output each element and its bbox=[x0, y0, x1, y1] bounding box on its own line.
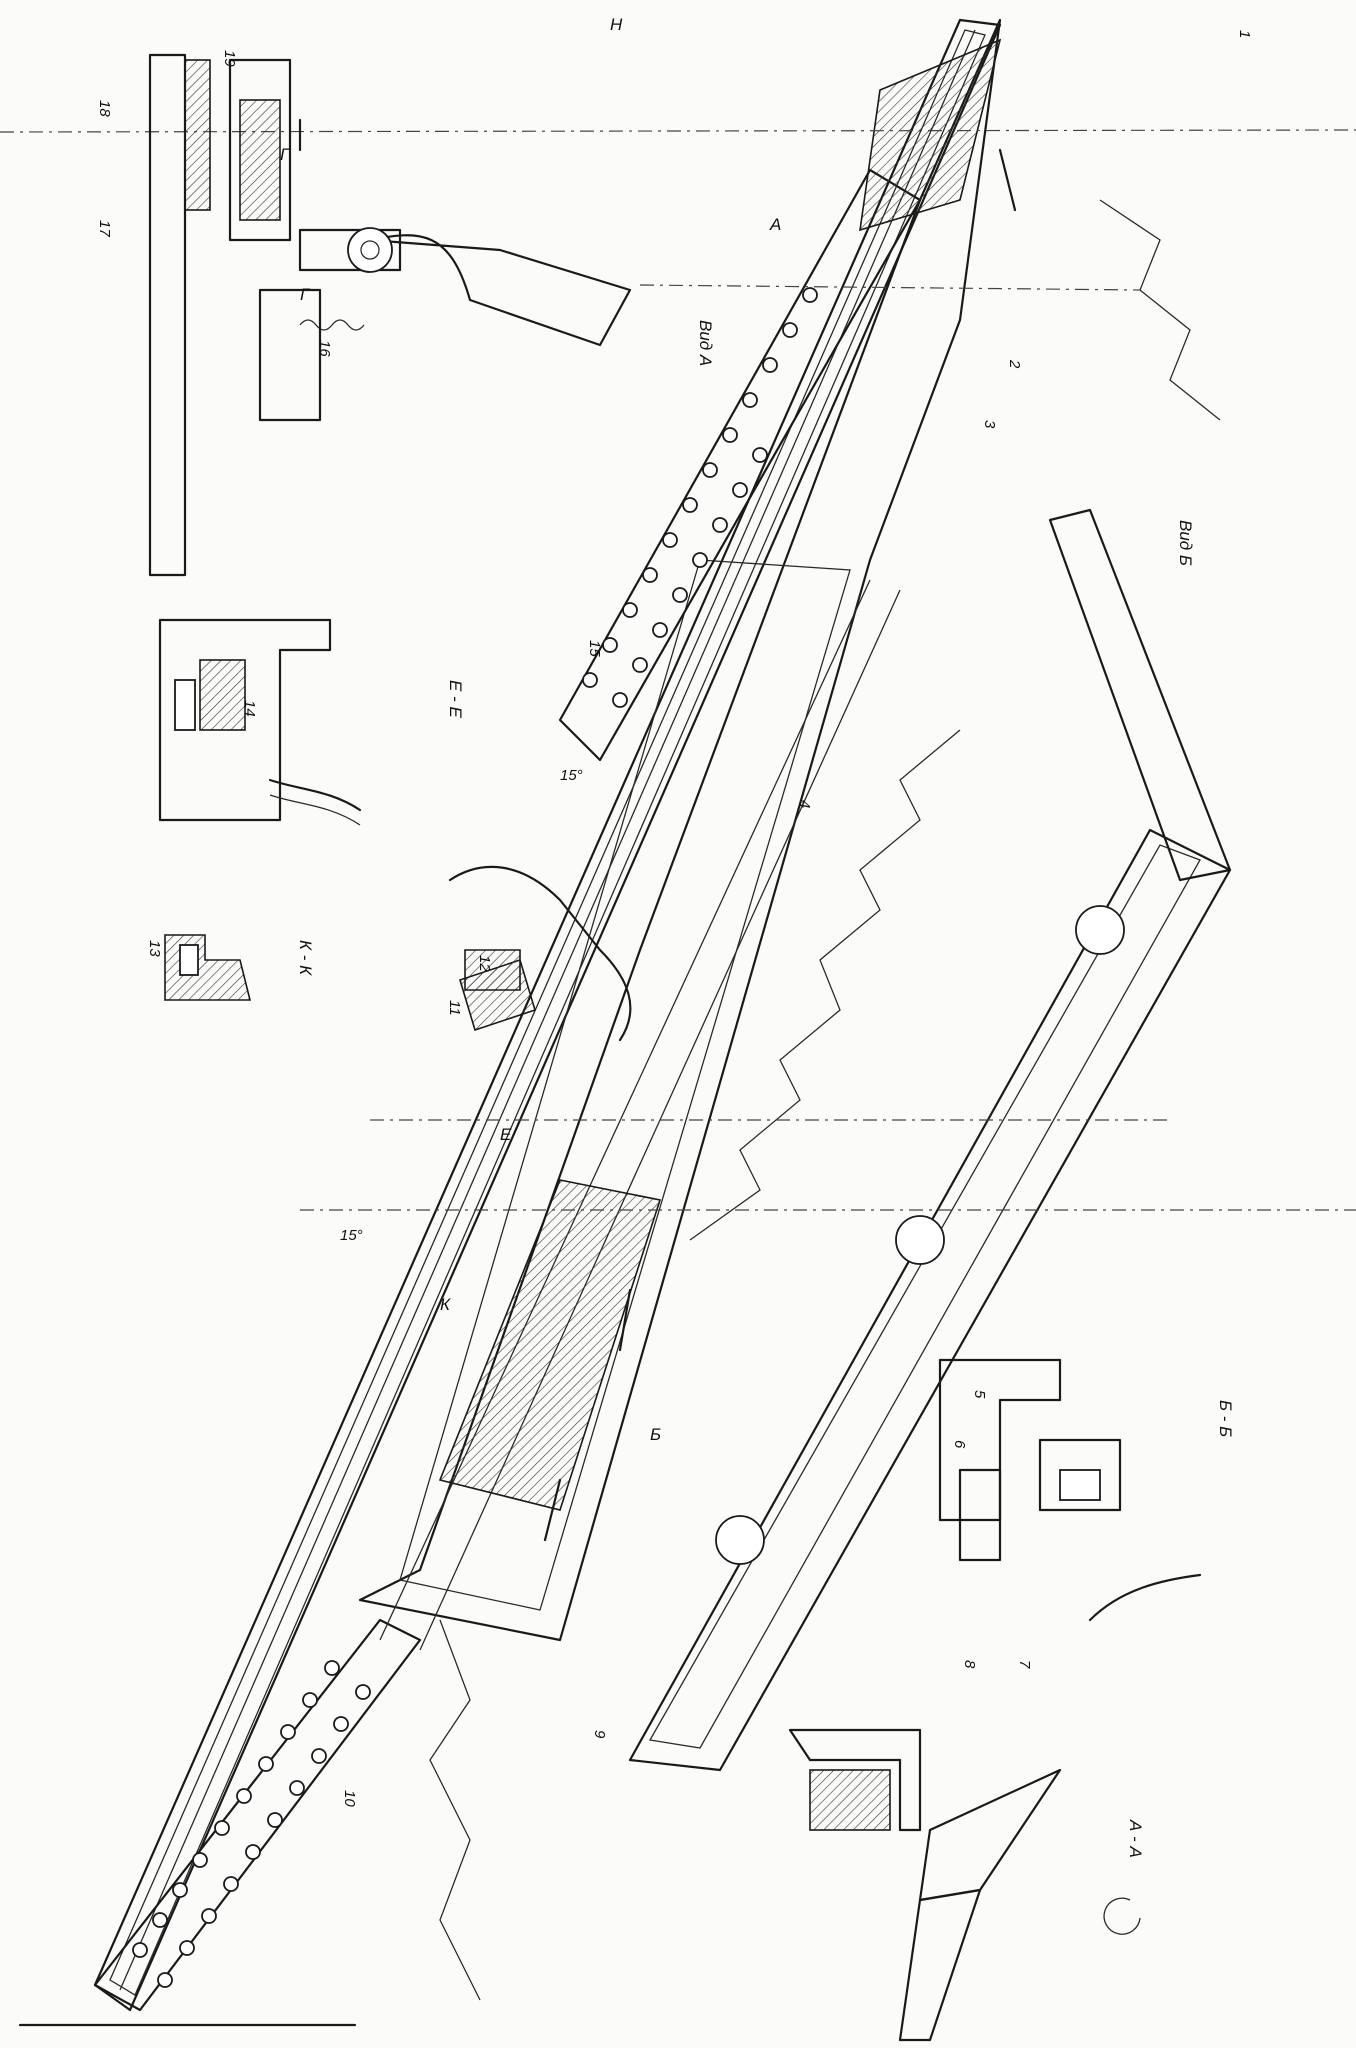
lower-right-rail bbox=[628, 508, 1232, 1772]
title-vid-b: Вид Б bbox=[1176, 520, 1195, 566]
upper-bolted-wing bbox=[558, 168, 922, 762]
callout-18: 18 bbox=[96, 100, 113, 117]
callout-7: 7 bbox=[1016, 1660, 1033, 1669]
title-k-k: К - К bbox=[296, 940, 315, 976]
pivot-link bbox=[448, 865, 632, 1042]
title-vid-a: Вид А bbox=[696, 320, 715, 366]
callout-14: 14 bbox=[241, 700, 258, 717]
callout-4: 4 bbox=[796, 800, 813, 808]
section-letters: Г Г Н Е К Б А 15° 15° bbox=[280, 15, 781, 1444]
callout-8: 8 bbox=[961, 1660, 978, 1669]
centre-lines bbox=[0, 129, 1356, 1211]
callout-9: 9 bbox=[591, 1730, 608, 1739]
callout-3: 3 bbox=[981, 420, 998, 429]
hatched-sections bbox=[438, 38, 1002, 1511]
callout-16: 16 bbox=[316, 340, 333, 357]
title-e-e: Е - Е bbox=[446, 680, 465, 718]
callout-2: 2 bbox=[1006, 359, 1023, 369]
mark-a: А bbox=[769, 215, 781, 234]
callout-17: 17 bbox=[96, 220, 113, 237]
callout-6: 6 bbox=[951, 1440, 968, 1449]
detail-top-left bbox=[148, 53, 632, 577]
title-a-a: А - А bbox=[1126, 1819, 1145, 1858]
callout-10: 10 bbox=[341, 1790, 358, 1807]
callout-numbers: 1 2 3 4 5 6 7 8 9 10 11 12 13 14 15 16 1… bbox=[96, 30, 1253, 1807]
callout-13: 13 bbox=[146, 940, 163, 957]
lower-left-bolted-strip bbox=[93, 1618, 422, 2012]
mark-g-bottom: Г bbox=[300, 285, 311, 304]
mark-b: Б bbox=[650, 1425, 661, 1444]
section-markers bbox=[298, 118, 1017, 1542]
mark-h: Н bbox=[610, 15, 623, 34]
callout-5: 5 bbox=[971, 1390, 988, 1399]
upper-beam bbox=[93, 18, 1002, 2012]
callout-12: 12 bbox=[476, 955, 493, 972]
mark-g-top: Г bbox=[280, 145, 291, 164]
callout-15: 15 bbox=[586, 640, 603, 657]
mark-e: Е bbox=[500, 1125, 512, 1144]
angle-lower: 15° bbox=[340, 1227, 363, 1244]
callout-11: 11 bbox=[446, 1000, 463, 1016]
break-lines bbox=[429, 199, 1221, 2001]
callout-1: 1 bbox=[1236, 30, 1253, 38]
angle-upper: 15° bbox=[560, 767, 583, 784]
detail-b-b bbox=[938, 1358, 1202, 1622]
detail-e-e bbox=[158, 618, 362, 826]
mark-k: К bbox=[440, 1295, 451, 1314]
callout-19: 19 bbox=[221, 50, 238, 67]
title-b-b: Б - Б bbox=[1216, 1400, 1235, 1437]
bolt-row-left bbox=[132, 1660, 371, 1988]
bolt-grid-upper bbox=[582, 287, 818, 708]
section-titles: Вид А Вид Б Е - Е К - К Б - Б А - А bbox=[296, 320, 1235, 1858]
detail-a-a bbox=[788, 1728, 1141, 2042]
detail-k-k bbox=[164, 934, 252, 1001]
